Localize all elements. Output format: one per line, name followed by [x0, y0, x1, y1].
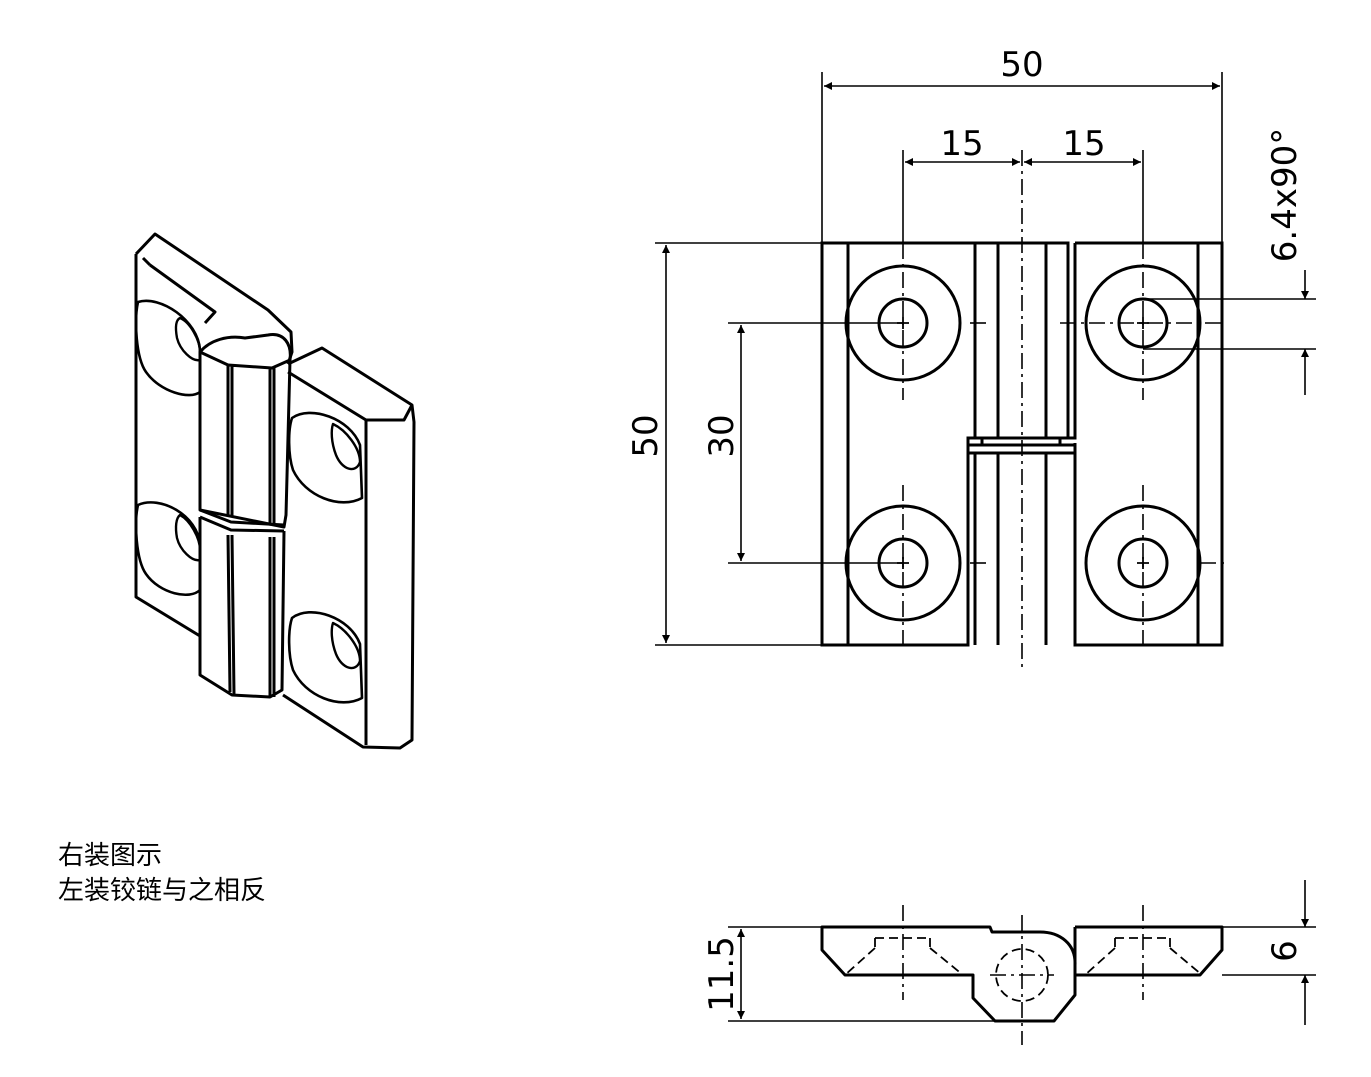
side-view-outline: [820, 925, 1077, 1023]
right-leaf-hole-lower: [287, 611, 364, 704]
left-leaf: [820, 241, 977, 647]
front-view-centerlines: [902, 150, 1225, 670]
left-leaf-hole-lower-inner: [174, 513, 202, 562]
side-view-hidden-lines: [844, 937, 1203, 1002]
knuckle-lower: [198, 517, 286, 699]
dim-hole-spacing: 30: [702, 414, 742, 457]
dim-hole-offset-right: 15: [1062, 124, 1105, 164]
dim-leaf-thickness: 6: [1265, 940, 1305, 962]
side-view-centerlines: [902, 905, 1144, 1045]
note-left-hand-opposite: 左装铰链与之相反: [58, 876, 267, 906]
left-leaf-hole-upper-inner: [174, 316, 202, 362]
side-view-dimensions: [728, 880, 1316, 1025]
left-leaf-inner-edge: [141, 256, 217, 325]
dim-hole-offset-left: 15: [940, 124, 983, 164]
right-leaf-hole-upper-inner: [330, 422, 362, 471]
front-view-dimensions: [655, 72, 1316, 646]
right-leaf-hole-lower-inner: [330, 621, 362, 670]
right-leaf-outline: [282, 346, 416, 750]
side-view: [820, 925, 1224, 1023]
right-leaf: [1073, 241, 1224, 647]
right-leaf-hole-upper: [287, 411, 364, 504]
left-leaf-hole-lower: [134, 501, 202, 597]
isometric-view: [134, 232, 416, 750]
left-leaf-hole-upper: [134, 299, 202, 397]
note-right-hand-mounting: 右装图示: [58, 841, 163, 871]
dim-overall-height: 50: [626, 414, 666, 457]
dim-countersink: 6.4x90°: [1265, 128, 1305, 262]
dim-total-thickness: 11.5: [702, 936, 742, 1012]
knuckle-upper: [198, 333, 292, 529]
front-view: [820, 241, 1224, 647]
dim-overall-width: 50: [1000, 45, 1043, 85]
